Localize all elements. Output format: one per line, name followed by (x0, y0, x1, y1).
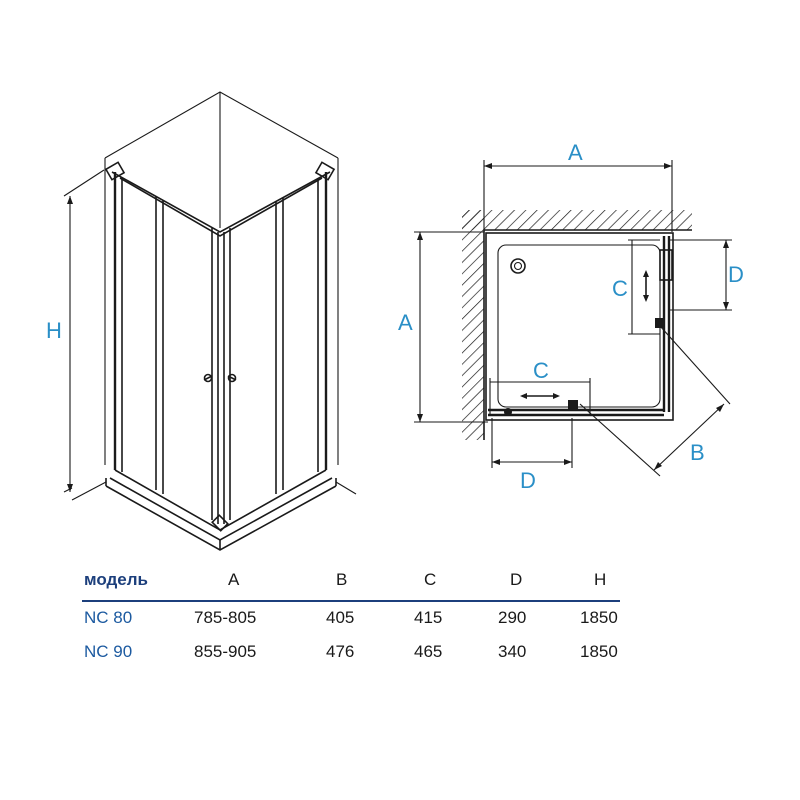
row-b: 405 (326, 608, 355, 627)
dim-label-d-side: D (728, 262, 744, 287)
row-h: 1850 (580, 642, 618, 661)
shower-3d-view (63, 91, 357, 551)
row-d: 340 (498, 642, 527, 661)
dim-label-h: H (46, 318, 62, 343)
header-model: модель (84, 570, 149, 589)
row-model: NC 80 (84, 608, 133, 627)
row-a: 785-805 (194, 608, 257, 627)
header-a: A (228, 570, 240, 589)
dim-label-c-bottom: C (533, 358, 549, 383)
header-b: B (336, 570, 348, 589)
dim-label-b: B (690, 440, 705, 465)
table-header-row: модель A B C D H (82, 570, 642, 604)
header-c: C (424, 570, 437, 589)
row-c: 465 (414, 642, 443, 661)
dim-label-a-left: A (398, 310, 413, 335)
dim-label-c-side: C (612, 276, 628, 301)
spec-table: модель A B C D H NC 80 785-805 405 415 2… (82, 570, 642, 676)
shower-plan-view (414, 160, 732, 477)
table-row: NC 80 785-805 405 415 290 1850 (82, 608, 642, 642)
header-d: D (510, 570, 523, 589)
row-d: 290 (498, 608, 527, 627)
row-a: 855-905 (194, 642, 257, 661)
row-h: 1850 (580, 608, 618, 627)
header-h: H (594, 570, 607, 589)
header-rule (82, 600, 620, 602)
table-row: NC 90 855-905 476 465 340 1850 (82, 642, 642, 676)
row-c: 415 (414, 608, 443, 627)
row-b: 476 (326, 642, 355, 661)
row-model: NC 90 (84, 642, 133, 661)
dim-label-d-bottom: D (520, 468, 536, 493)
dim-label-a-top: A (568, 140, 583, 165)
